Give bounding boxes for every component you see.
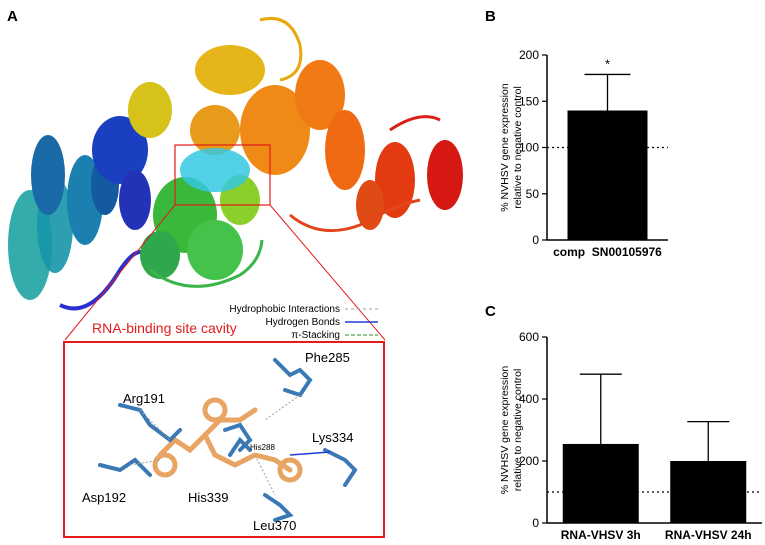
residue-label-his288: His288: [250, 443, 275, 452]
y-tick-label: 200: [519, 48, 539, 62]
binding-cavity: [180, 148, 250, 192]
zoom-line-right: [269, 204, 386, 341]
category-label: comp SN00105976: [553, 245, 662, 259]
y-tick-label: 400: [519, 392, 539, 406]
hydrophobic-contacts: [129, 394, 301, 496]
cavity-highlight-box: [174, 144, 271, 206]
category-label: RNA-VHSV 3h: [561, 528, 641, 542]
residue-label-arg191: Arg191: [123, 391, 165, 406]
y-axis-label-text: % NVHSV gene expressionrelative to negat…: [499, 83, 524, 212]
chart-b: 0 50 100 150 200 comp SN00105976 * % NVHSV gene…: [499, 48, 668, 259]
bar: [562, 443, 639, 523]
category-label: RNA-VHSV 24h: [665, 528, 752, 542]
interaction-legend: Hydrophobic Interactions Hydrogen Bonds …: [229, 304, 378, 341]
binding-site-zoom-box: [63, 341, 385, 538]
residue-label-asp192: Asp192: [82, 490, 126, 505]
residue-sticks: [98, 358, 358, 522]
residue-label-phe285: Phe285: [305, 350, 350, 365]
residue-label-lys334: Lys334: [312, 430, 353, 445]
legend-label-hbond: Hydrogen Bonds: [266, 317, 341, 328]
hydrogen-bond: [289, 451, 331, 456]
y-tick-label: 0: [532, 233, 539, 247]
y-tick-label: 50: [526, 187, 540, 201]
bar: [670, 461, 747, 523]
panel-letter-a: A: [7, 8, 18, 25]
protein-ribbon: [8, 17, 463, 311]
residue-label-leu370: Leu370: [253, 518, 296, 533]
cavity-label: RNA-binding site cavity: [92, 320, 237, 336]
y-axis-label-text: % NVHSV gene expressionrelative to negat…: [499, 366, 524, 495]
y-tick-label: 150: [519, 94, 539, 108]
legend-label-hydrophobic: Hydrophobic Interactions: [229, 304, 340, 315]
y-tick-label: 600: [519, 330, 539, 344]
y-axis-label: % NVHSV gene expressionrelative to negat…: [499, 83, 524, 212]
significance-marker: *: [605, 56, 610, 71]
protein-structure-figure: Hydrophobic Interactions Hydrogen Bonds …: [8, 17, 463, 538]
panel-letter-b: B: [485, 8, 496, 25]
y-tick-label: 100: [519, 141, 539, 155]
legend-label-pistacking: π-Stacking: [291, 330, 340, 341]
ligand-molecule: [152, 397, 303, 483]
zoom-line-left: [64, 204, 176, 341]
y-axis-label: % NVHSV gene expressionrelative to negat…: [499, 366, 524, 495]
panel-letter-c: C: [485, 303, 496, 320]
bar: [567, 110, 648, 240]
residue-label-his339: His339: [188, 490, 228, 505]
y-tick-label: 200: [519, 454, 539, 468]
y-tick-label: 0: [532, 516, 539, 530]
